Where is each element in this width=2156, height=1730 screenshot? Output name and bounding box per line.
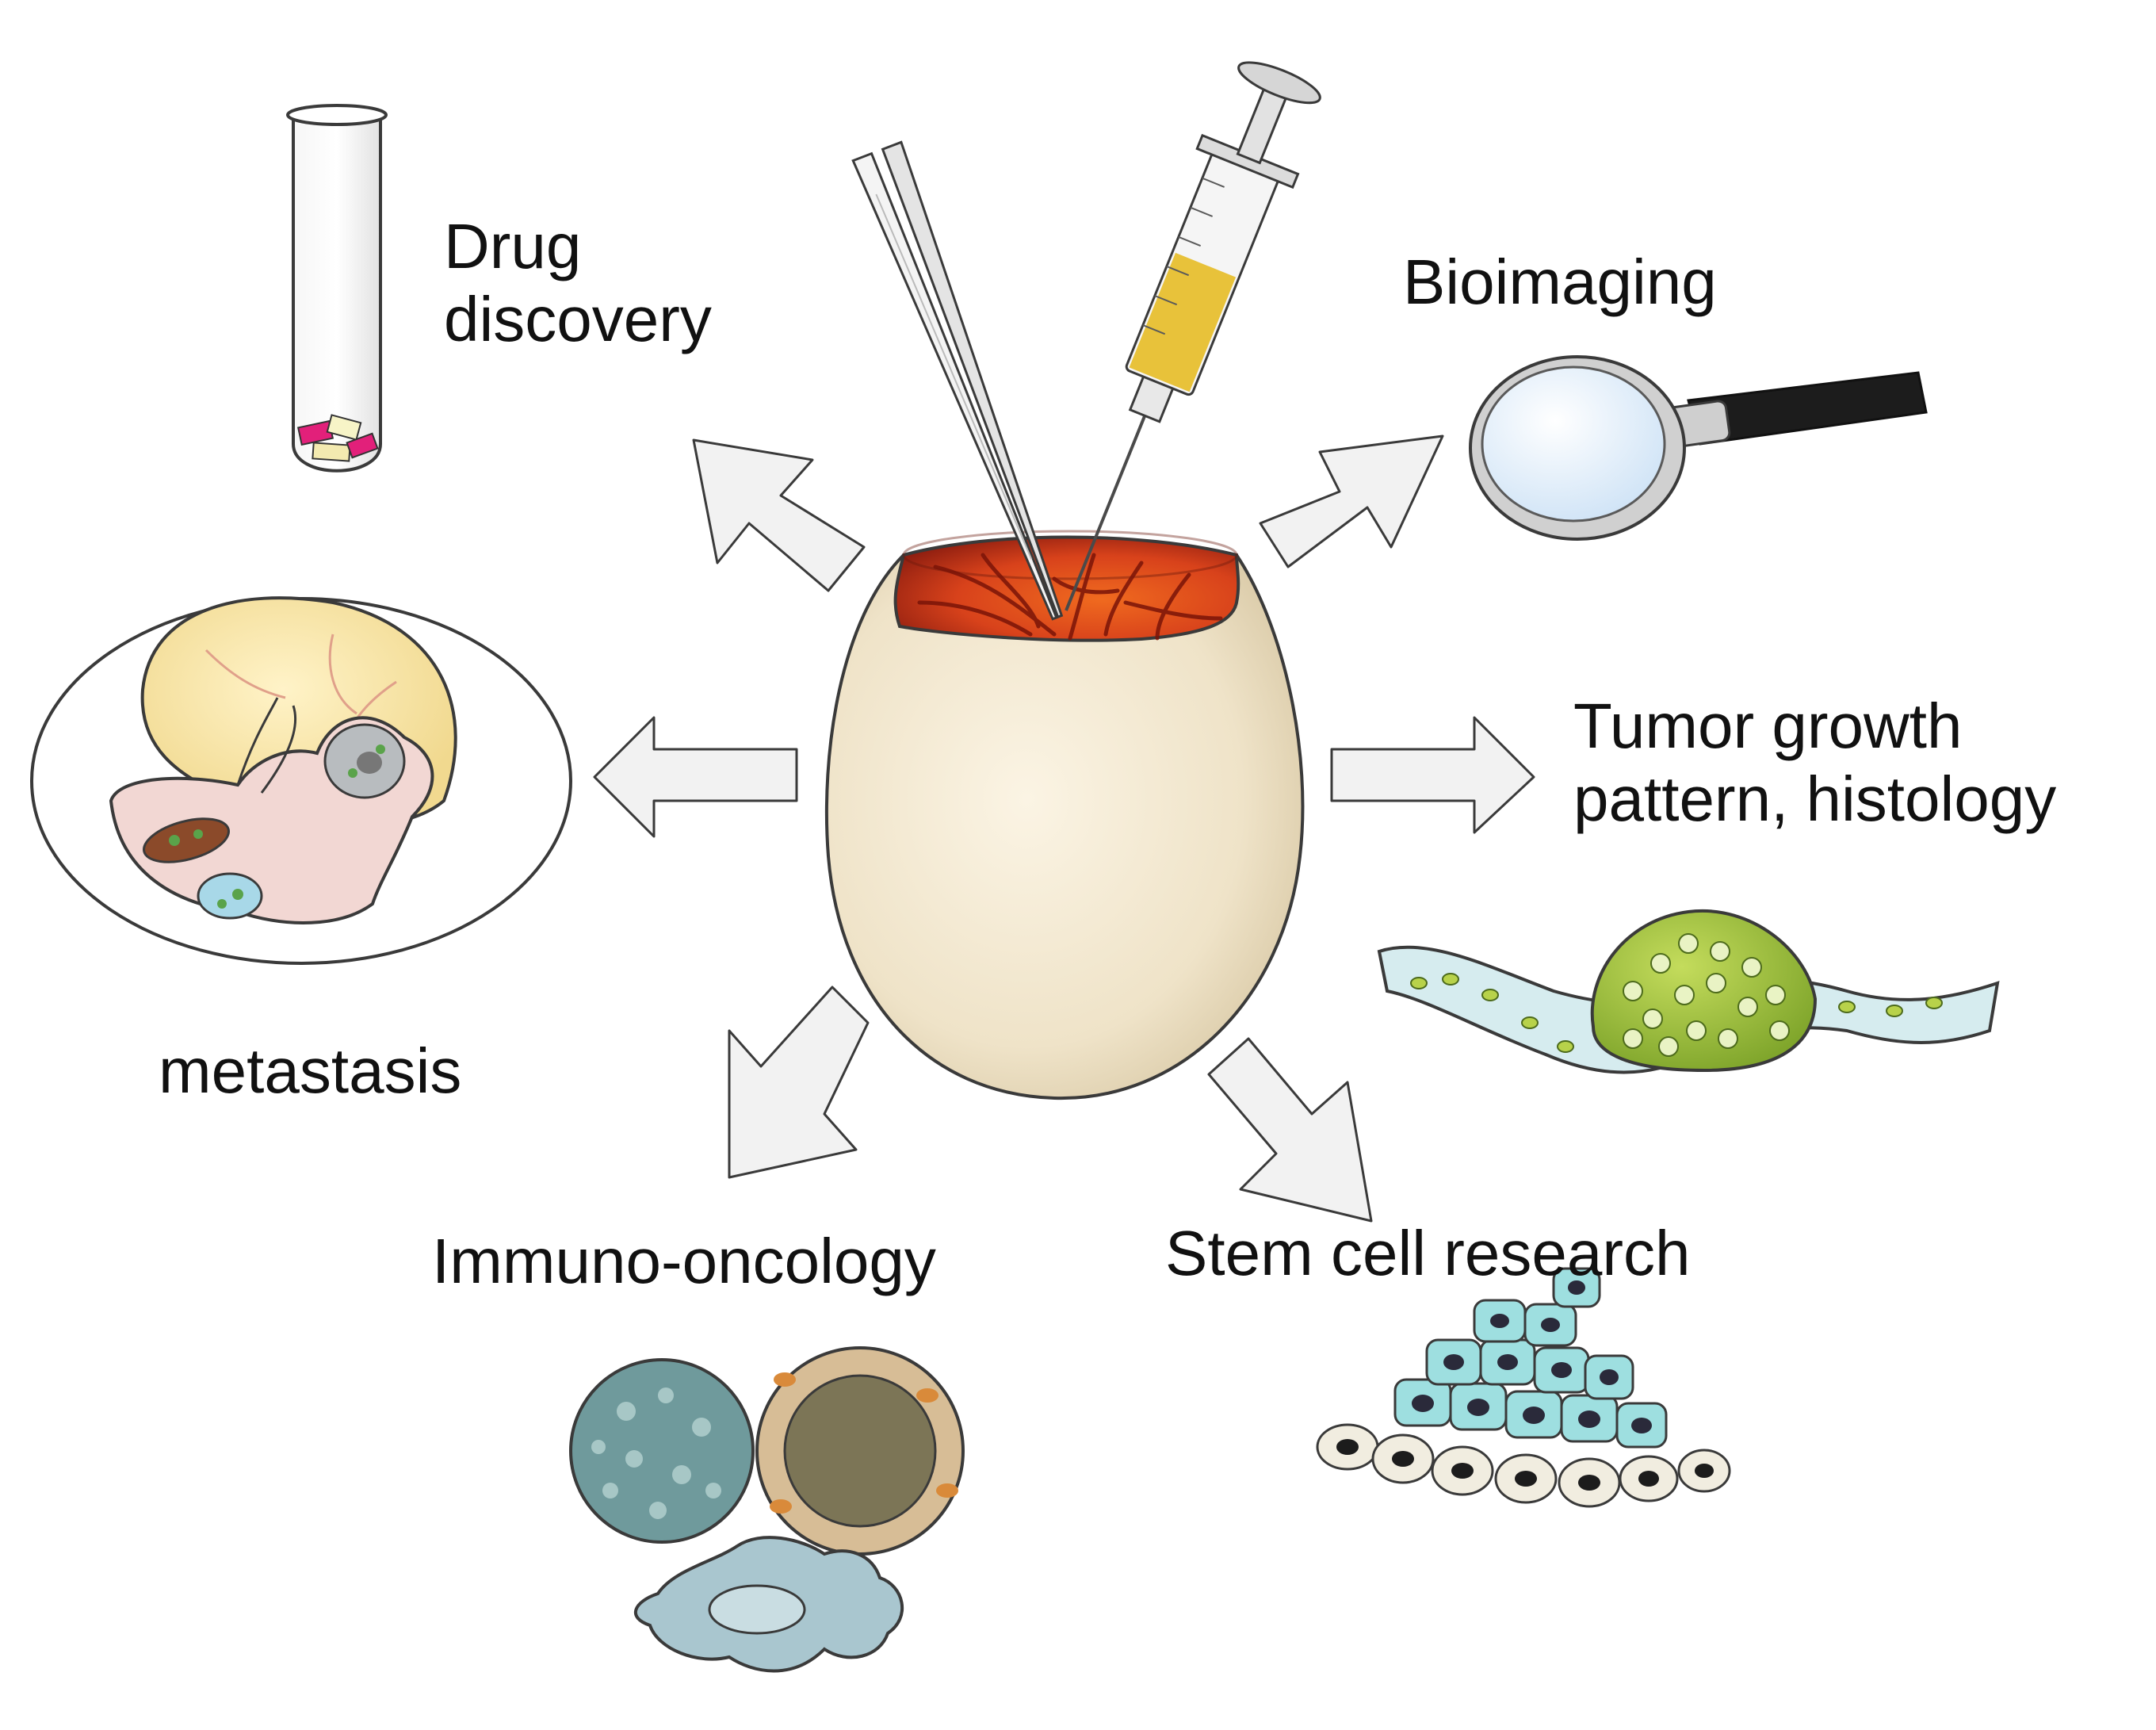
label-stem-cell-research: Stem cell research (1165, 1218, 1691, 1288)
label-tumor-growth-line-1: Tumor growth (1573, 691, 1963, 761)
label-drug-discovery: Drug discovery (444, 210, 712, 356)
label-tumor-growth-line-2: pattern, histology (1573, 764, 2057, 834)
label-drug-discovery-line-2: discovery (444, 284, 712, 354)
tumor-section-icon (1377, 909, 2000, 1074)
label-drug-discovery-line-1: Drug (444, 211, 582, 281)
label-metastasis: metastasis (159, 1035, 462, 1106)
forceps-icon (851, 140, 1064, 621)
arrow-drug-discovery (692, 438, 866, 592)
arrow-stem-cell (1207, 1037, 1373, 1223)
opened-egg-icon (824, 530, 1305, 1100)
immune-cells-icon (569, 1346, 965, 1673)
label-bioimaging: Bioimaging (1403, 247, 1717, 317)
arrow-tumor-growth (1330, 716, 1535, 834)
syringe-icon (1065, 61, 1321, 611)
magnifying-glass-icon (1469, 355, 1928, 541)
arrow-bioimaging (1259, 434, 1444, 568)
arrow-metastasis (593, 716, 798, 838)
label-immuno-oncology: Immuno-oncology (432, 1226, 936, 1296)
test-tube-icon (286, 104, 388, 473)
chick-embryo-icon (30, 596, 572, 965)
arrow-immuno-oncology (728, 986, 870, 1179)
stem-cells-icon (1316, 1267, 1731, 1508)
label-tumor-growth: Tumor growth pattern, histology (1573, 690, 2056, 836)
